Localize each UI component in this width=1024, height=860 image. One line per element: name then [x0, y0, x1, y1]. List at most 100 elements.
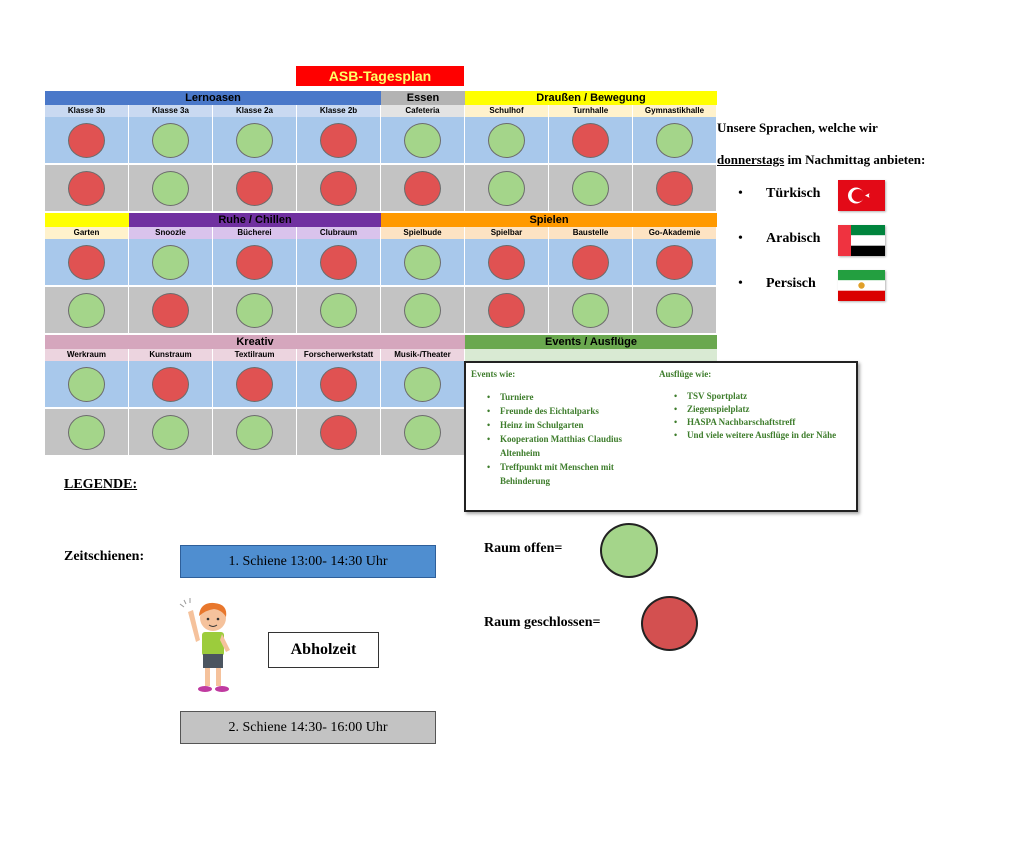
category-header	[45, 213, 129, 227]
legend-closed-label: Raum geschlossen=	[484, 615, 601, 630]
trips-heading: Ausflüge wie:	[659, 369, 712, 379]
languages-heading-line2: donnerstags im Nachmittag anbieten:	[717, 152, 925, 168]
schedule-cell	[45, 117, 129, 164]
room-closed-indicator	[320, 244, 357, 280]
room-name: Go-Akademie	[633, 227, 717, 239]
room-name: Snoozle	[129, 227, 213, 239]
room-closed-indicator	[488, 244, 525, 280]
schedule-cell	[465, 239, 549, 286]
schedule-cell	[213, 361, 297, 408]
room-name: Werkraum	[45, 349, 129, 361]
room-name: Klasse 2b	[297, 105, 381, 117]
list-item: Treffpunkt mit Menschen mit Behinderung	[484, 460, 656, 488]
room-open-indicator	[488, 122, 525, 158]
room-open-indicator	[320, 292, 357, 328]
list-item: Heinz im Schulgarten	[484, 418, 656, 432]
schedule-cell	[213, 287, 297, 334]
room-closed-indicator	[152, 366, 189, 402]
room-name: Klasse 3a	[129, 105, 213, 117]
schedule-cell	[381, 117, 465, 164]
room-open-indicator	[656, 292, 693, 328]
schedule-cell	[213, 165, 297, 212]
list-item: Turniere	[484, 390, 656, 404]
room-open-indicator	[236, 414, 273, 450]
schedule-cell	[297, 165, 381, 212]
schedule-cell	[381, 165, 465, 212]
room-name: Spielbude	[381, 227, 465, 239]
legend-open-circle	[600, 523, 658, 578]
room-name: Schulhof	[465, 105, 549, 117]
schedule-cell	[129, 239, 213, 286]
room-name: Baustelle	[549, 227, 633, 239]
category-header: Events / Ausflüge	[465, 335, 717, 349]
schedule-cell	[549, 239, 633, 286]
languages-heading-rest: im Nachmittag anbieten:	[784, 152, 926, 167]
room-open-indicator	[572, 170, 609, 206]
schedule-cell	[633, 239, 717, 286]
room-open-indicator	[236, 122, 273, 158]
list-item: HASPA Nachbarschaftstreff	[671, 416, 857, 429]
list-item: TSV Sportplatz	[671, 390, 857, 403]
schedule-cell	[297, 117, 381, 164]
room-closed-indicator	[320, 170, 357, 206]
room-open-indicator	[236, 292, 273, 328]
languages-heading-day: donnerstags	[717, 152, 785, 167]
slot-2-badge: 2. Schiene 14:30- 16:00 Uhr	[180, 711, 436, 744]
legend-heading: LEGENDE:	[64, 477, 138, 492]
schedule-cell	[45, 165, 129, 212]
schedule-cell	[297, 409, 381, 456]
schedule-cell	[549, 287, 633, 334]
iran-flag-icon	[838, 270, 885, 301]
events-box: Events wie: TurniereFreunde des Eichtalp…	[464, 361, 858, 512]
category-header: Essen	[381, 91, 465, 105]
category-header: Lernoasen	[45, 91, 381, 105]
room-closed-indicator	[488, 292, 525, 328]
legend-open-label: Raum offen=	[484, 541, 563, 556]
room-open-indicator	[152, 122, 189, 158]
room-closed-indicator	[572, 244, 609, 280]
room-open-indicator	[68, 292, 105, 328]
room-closed-indicator	[68, 122, 105, 158]
schedule-cell	[45, 287, 129, 334]
events-heading: Events wie:	[471, 369, 516, 379]
slot-1-badge: 1. Schiene 13:00- 14:30 Uhr	[180, 545, 436, 578]
room-open-indicator	[656, 122, 693, 158]
room-closed-indicator	[656, 244, 693, 280]
pickup-time-badge: Abholzeit	[268, 632, 379, 668]
room-name: Turnhalle	[549, 105, 633, 117]
schedule-cell	[213, 409, 297, 456]
schedule-cell	[465, 165, 549, 212]
room-open-indicator	[404, 244, 441, 280]
room-name: Garten	[45, 227, 129, 239]
room-name: Cafeteria	[381, 105, 465, 117]
list-item: Kooperation Matthias Claudius Altenheim	[484, 432, 656, 460]
plan-title: ASB-Tagesplan	[296, 66, 464, 86]
room-open-indicator	[488, 170, 525, 206]
events-list: TurniereFreunde des EichtalparksHeinz im…	[484, 390, 656, 488]
schedule-cell	[549, 165, 633, 212]
room-closed-indicator	[152, 292, 189, 328]
trips-list: TSV SportplatzZiegenspielplatzHASPA Nach…	[671, 390, 857, 442]
room-open-indicator	[68, 366, 105, 402]
room-closed-indicator	[236, 244, 273, 280]
bullet: •	[738, 276, 743, 291]
list-item: Ziegenspielplatz	[671, 403, 857, 416]
schedule-cell	[45, 409, 129, 456]
languages-heading-line1: Unsere Sprachen, welche wir	[717, 120, 878, 135]
schedule-cell	[297, 287, 381, 334]
room-name: Gymnastikhalle	[633, 105, 717, 117]
schedule-cell	[381, 287, 465, 334]
timeslots-label: Zeitschienen:	[64, 549, 145, 564]
schedule-cell	[465, 287, 549, 334]
room-closed-indicator	[320, 414, 357, 450]
schedule-cell	[129, 117, 213, 164]
legend-closed-circle	[641, 596, 698, 651]
schedule-cell	[465, 117, 549, 164]
room-open-indicator	[404, 414, 441, 450]
room-name: Textilraum	[213, 349, 297, 361]
category-header: Kreativ	[45, 335, 465, 349]
room-closed-indicator	[656, 170, 693, 206]
category-header: Ruhe / Chillen	[129, 213, 381, 227]
room-name: Klasse 2a	[213, 105, 297, 117]
child-figure-icon	[176, 598, 242, 698]
